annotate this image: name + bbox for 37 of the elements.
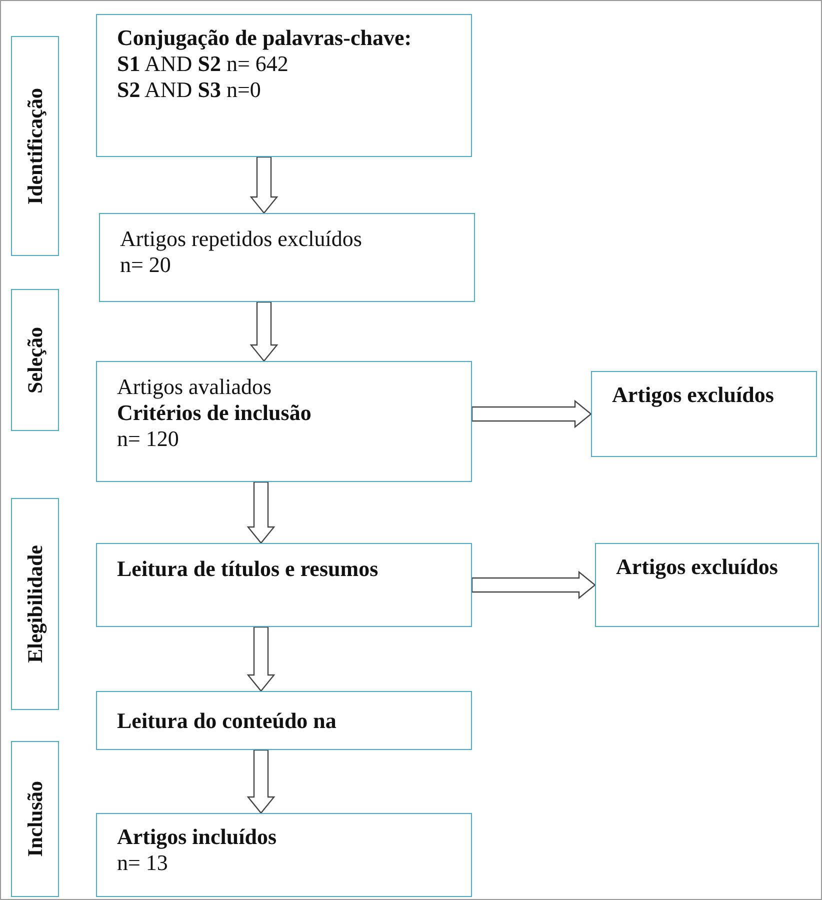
stage-band <box>11 741 59 897</box>
box-text: Leitura do conteúdo na <box>117 708 338 734</box>
box-text: Artigos repetidos excluídos <box>120 226 363 252</box>
process-box <box>96 691 472 750</box>
process-box <box>96 361 472 482</box>
process-box <box>595 543 819 627</box>
stage-label: Elegibilidade <box>22 545 48 663</box>
stage-label: Inclusão <box>22 781 48 857</box>
box-text: S2 AND S3 n=0 <box>117 76 262 103</box>
box-text: Critérios de inclusão <box>117 400 312 426</box>
stage-label: Identificação <box>22 88 48 204</box>
hollow-arrow <box>246 481 276 544</box>
stage-band <box>11 498 59 710</box>
stage-band <box>11 36 59 256</box>
box-text: Leitura de títulos e resumos <box>117 556 380 582</box>
hollow-arrow <box>250 156 278 214</box>
hollow-arrow <box>246 749 276 814</box>
hollow-arrow <box>246 626 276 692</box>
box-text: Artigos excluídos <box>616 554 779 580</box>
stage-band <box>11 289 59 431</box>
box-text: Artigos incluídos <box>117 824 278 850</box>
box-text: S1 AND S2 n= 642 <box>117 50 290 77</box>
box-text: Artigos excluídos <box>612 382 775 408</box>
process-box <box>96 813 472 897</box>
box-text: Artigos avaliados <box>117 374 273 400</box>
process-box <box>99 213 475 302</box>
box-text: n= 120 <box>117 426 180 452</box>
box-text: Conjugação de palavras-chave: <box>117 25 413 51</box>
process-box <box>96 543 472 627</box>
process-box <box>591 371 817 457</box>
hollow-arrow <box>471 570 596 600</box>
box-text: n= 13 <box>117 850 169 876</box>
stage-label: Seleção <box>22 326 48 394</box>
process-box <box>96 14 472 157</box>
hollow-arrow <box>250 301 278 362</box>
box-text: n= 20 <box>120 252 172 278</box>
hollow-arrow <box>471 400 592 428</box>
